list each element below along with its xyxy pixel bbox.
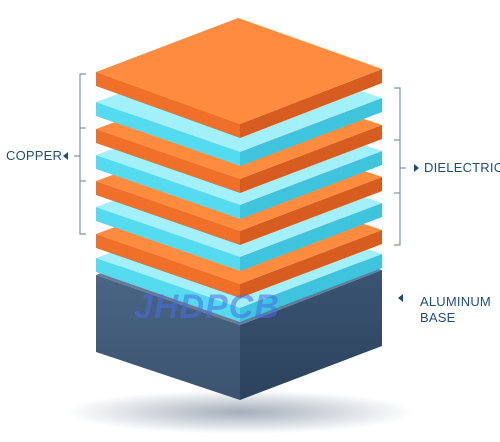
copper-bracket xyxy=(74,73,86,235)
copper-front-face xyxy=(96,129,240,193)
copper-top-face xyxy=(96,18,382,124)
copper-side-face xyxy=(240,230,382,298)
dielectric-side-face xyxy=(240,151,382,219)
copper-front-face xyxy=(96,234,240,298)
jhdpcb-watermark: JHDPCB xyxy=(134,288,280,326)
dielectric-side-face xyxy=(240,98,382,166)
copper-side-face xyxy=(240,177,382,245)
copper-label: COPPER xyxy=(6,148,63,163)
copper-front-face xyxy=(96,72,240,138)
copper-front-face xyxy=(96,181,240,245)
aluminum-base-label: ALUMINUM BASE xyxy=(420,294,491,326)
layer-slabs xyxy=(96,18,382,322)
copper-side-face xyxy=(240,125,382,193)
dielectric-side-face xyxy=(240,203,382,271)
copper-side-face xyxy=(240,69,382,138)
base-front-face xyxy=(96,275,240,400)
base-side-face xyxy=(240,270,382,400)
aluminum-base-label-line2: BASE xyxy=(420,310,456,325)
floor-shadow xyxy=(65,390,415,434)
dielectric-front-face xyxy=(96,155,240,219)
aluminum-base-pointer-icon xyxy=(398,294,403,302)
dielectric-side-face xyxy=(240,254,382,322)
dielectric-label: DIELECTRIC xyxy=(424,160,500,175)
copper-layer xyxy=(96,18,382,138)
dielectric-front-face xyxy=(96,102,240,166)
aluminum-base-label-line1: ALUMINUM xyxy=(420,294,491,309)
dielectric-front-face xyxy=(96,258,240,322)
dielectric-pointer-icon xyxy=(414,164,419,172)
copper-pointer-icon xyxy=(63,152,68,160)
dielectric-front-face xyxy=(96,207,240,271)
dielectric-bracket xyxy=(394,87,406,246)
